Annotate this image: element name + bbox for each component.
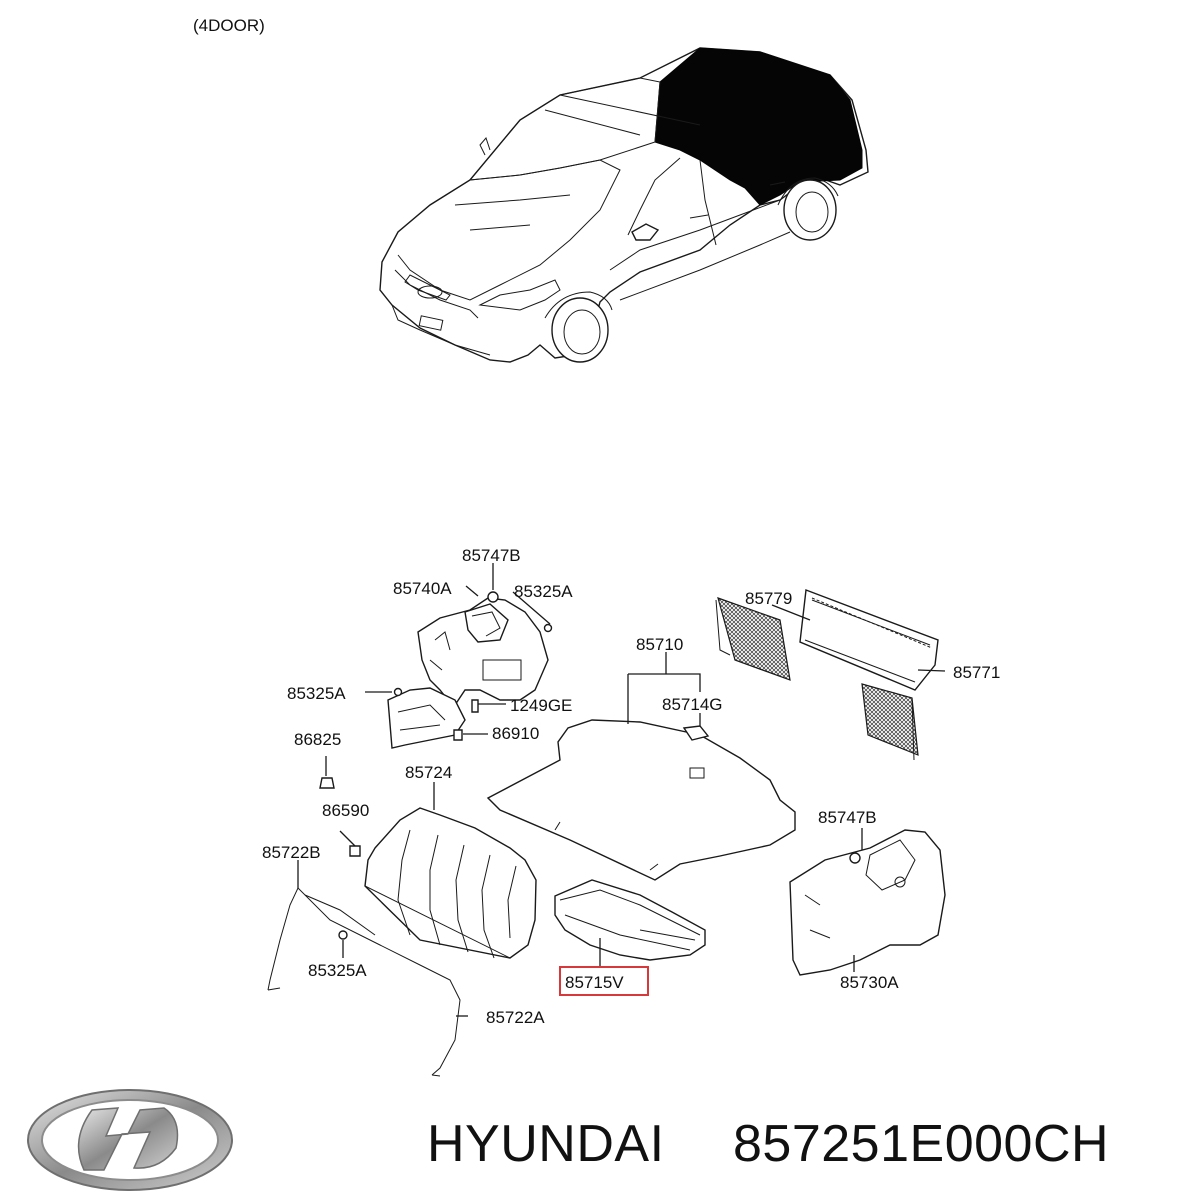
part-85722-trim <box>267 887 461 1077</box>
part-85724-panel <box>364 807 537 959</box>
callout-86910: 86910 <box>492 724 539 743</box>
highlight-box <box>559 966 649 996</box>
callout-85714G: 85714G <box>662 695 723 714</box>
callout-85747B-top: 85747B <box>462 546 521 565</box>
callout-85730A: 85730A <box>840 973 899 992</box>
callout-1249GE: 1249GE <box>510 696 572 715</box>
part-package-tray <box>715 589 939 761</box>
leader-lines <box>297 563 946 1017</box>
part-85325A-left-panel <box>387 687 466 749</box>
fasteners <box>319 591 861 940</box>
hyundai-logo <box>27 1089 233 1191</box>
callout-85740A: 85740A <box>393 579 452 598</box>
part-85710-floor-mat <box>486 719 796 881</box>
car-illustration <box>379 47 869 363</box>
callout-85747B-right: 85747B <box>818 808 877 827</box>
part-85740A <box>417 597 549 706</box>
callout-86590: 86590 <box>322 801 369 820</box>
callout-85715V: 85715V <box>565 973 624 992</box>
variant-label: (4DOOR) <box>193 16 265 35</box>
callout-85771: 85771 <box>953 663 1000 682</box>
part-85730A-trim <box>789 829 946 976</box>
part-85715V-box <box>554 879 706 961</box>
callout-85325A-bottom: 85325A <box>308 961 367 980</box>
callout-85779: 85779 <box>745 589 792 608</box>
callout-85724: 85724 <box>405 763 452 782</box>
footer-brand: HYUNDAI <box>427 1115 665 1173</box>
callout-85325A-top: 85325A <box>514 582 573 601</box>
callout-85722A: 85722A <box>486 1008 545 1027</box>
callout-85710: 85710 <box>636 635 683 654</box>
footer-part-number: 857251E000CH <box>733 1115 1109 1173</box>
callout-86825: 86825 <box>294 730 341 749</box>
callout-85325A-left: 85325A <box>287 684 346 703</box>
callout-85722B: 85722B <box>262 843 321 862</box>
callout-labels: 85747B 85740A 85325A 85710 85779 85771 8… <box>262 546 1000 1027</box>
